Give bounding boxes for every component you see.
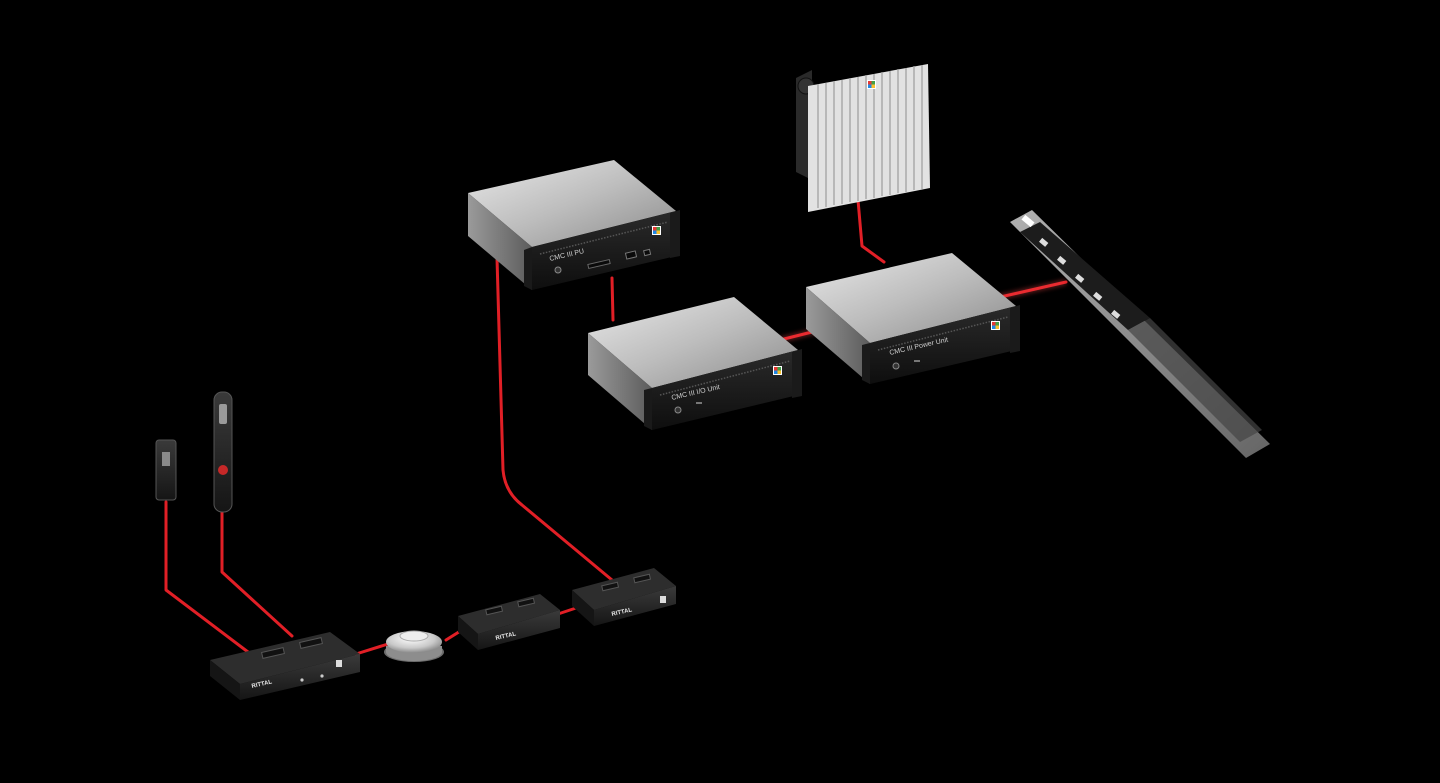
sensor-hub: RITTAL [210, 632, 360, 700]
sensor-unit-2: RITTAL [572, 568, 676, 626]
pdu-outlets [1039, 237, 1121, 319]
pdu-power-strip [1010, 210, 1270, 458]
sensor-unit-1-brand: RITTAL [495, 631, 517, 642]
sensor-unit-1: RITTAL [458, 594, 560, 650]
cable-fan-to-power [856, 198, 886, 264]
fan-filter-unit [796, 64, 930, 212]
cmc-io-unit-device: CMC III I/O Unit [588, 297, 802, 430]
cmc-pu-device: CMC III PU [468, 160, 680, 290]
access-handle-small [155, 439, 177, 501]
cable-handle-2 [220, 510, 294, 638]
fan-fins [817, 65, 923, 208]
cable-sensor-chain-3 [354, 642, 390, 656]
cable-handle-1 [164, 500, 250, 654]
sensor-unit-2-brand: RITTAL [611, 607, 633, 618]
cmc-power-unit-device: CMC III Power Unit [806, 253, 1020, 384]
access-handle-large [213, 391, 233, 513]
smoke-detector [384, 630, 444, 662]
cable-pu-to-sensor [495, 256, 614, 582]
cable-sensor-chain-1 [556, 606, 578, 616]
sensor-hub-brand: RITTAL [251, 679, 273, 690]
cable-pu-to-io [610, 276, 615, 322]
